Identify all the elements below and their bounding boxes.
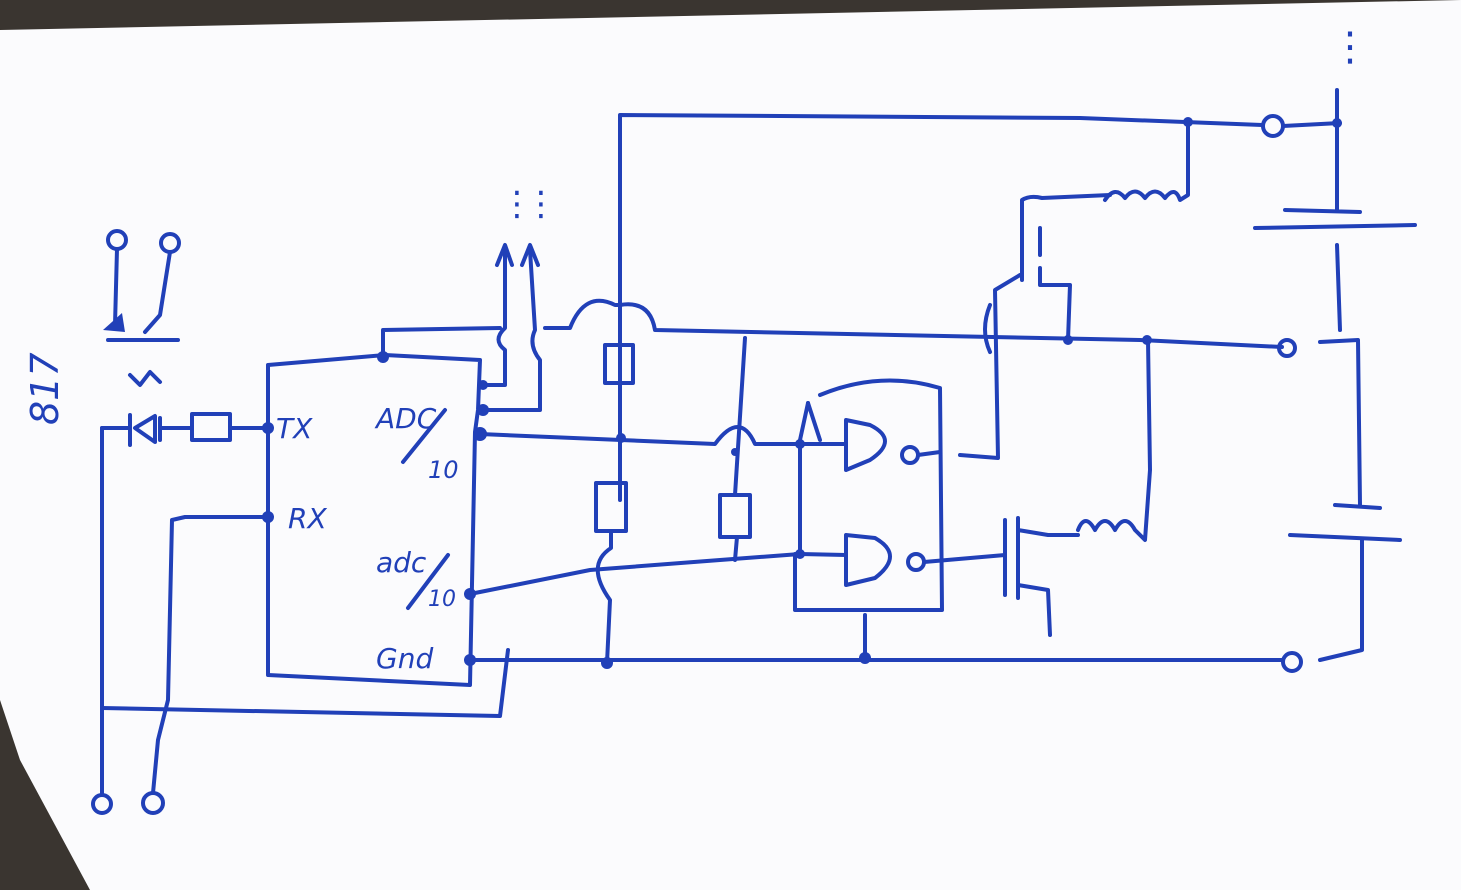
ellipsis-top-right: ⋮ [1330,24,1370,70]
ellipsis-top-left-2: ⋮ [524,184,558,224]
supply-line [618,113,1342,502]
pin-adc-top-label: ADC [374,402,437,435]
upward-outputs [481,243,542,412]
pin-adc-bottom-label: adc [376,546,427,579]
pin-rx-label: RX [288,502,327,535]
pin-adc-top-slash [401,408,447,464]
adc-bottom-trace [468,552,802,596]
opto-output-terminals [103,229,181,387]
ground-rail [468,651,1303,673]
pin-adc-bottom-sub: 10 [428,587,456,612]
pin-adc-bottom-slash [406,553,450,610]
pin-adc-top-sub: 10 [428,456,459,484]
opto-led-and-resistor [100,412,270,447]
gate-block [793,378,1007,664]
side-note: 817 [23,352,67,425]
high-side-mosfet [958,120,1190,460]
input-terminals [91,426,510,815]
battery-stack [1253,88,1417,662]
ellipsis-top-left: ⋮ [500,184,534,224]
pin-gnd-label: Gnd [376,642,433,675]
low-side-mosfet [1003,338,1152,637]
pin-tx-label: TX [276,412,313,445]
